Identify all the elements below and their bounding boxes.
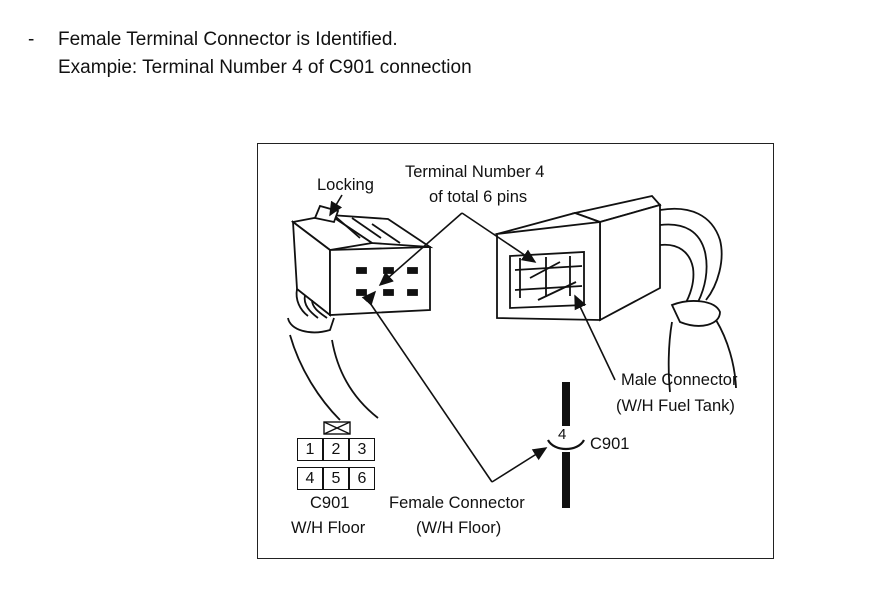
pinout-location-label: W/H Floor — [291, 519, 366, 537]
junction-symbol — [547, 382, 585, 508]
female-connector-label: Female Connector — [389, 494, 525, 512]
pin-cell: 1 — [297, 438, 323, 461]
pointer-lines — [329, 194, 616, 483]
junction-pin-label: 4 — [558, 426, 567, 443]
male-connector-harness: (W/H Fuel Tank) — [616, 397, 735, 415]
example-line: Exampie: Terminal Number 4 of C901 conne… — [58, 57, 472, 78]
pin-cell: 2 — [323, 438, 349, 461]
pin-cell: 6 — [349, 467, 375, 490]
terminal-label-line2: of total 6 pins — [429, 188, 528, 206]
bullet-mark: - — [28, 29, 35, 50]
female-connector-drawing — [287, 204, 434, 421]
pin-cell: 3 — [349, 438, 375, 461]
heading-line: Female Terminal Connector is Identified. — [58, 29, 398, 50]
pin-cell: 5 — [323, 467, 349, 490]
male-connector-label: Male Connector — [621, 371, 738, 389]
male-connector-drawing — [494, 195, 737, 393]
locking-label: Locking — [317, 176, 374, 194]
junction-id-label: C901 — [590, 435, 630, 453]
diagram-frame — [257, 143, 774, 559]
pinout-id-label: C901 — [310, 494, 350, 512]
terminal-label-line1: Terminal Number 4 — [405, 163, 545, 181]
pin-cell: 4 — [297, 467, 323, 490]
pinout-key-mark — [323, 421, 351, 435]
female-connector-harness: (W/H Floor) — [416, 519, 502, 537]
